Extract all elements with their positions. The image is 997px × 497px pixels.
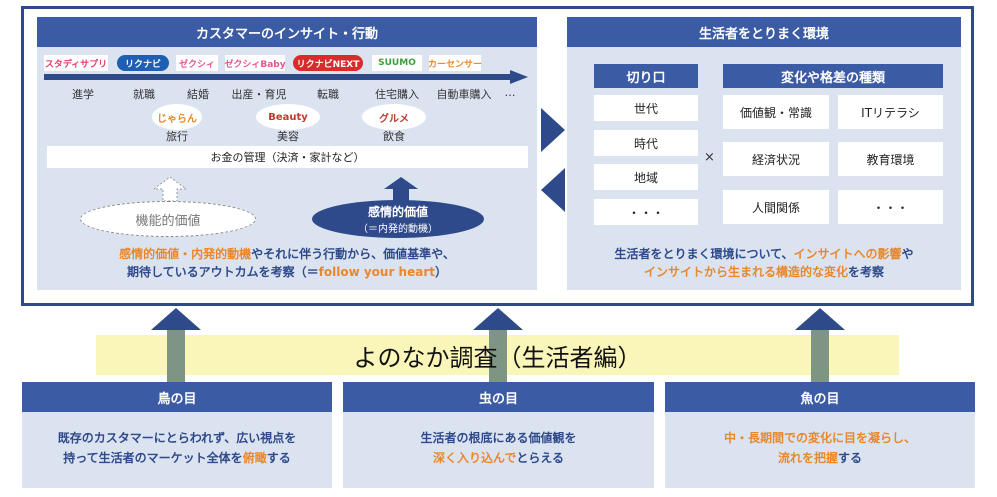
bird-eye-line-2a: 持って生活者のマーケット全体を: [63, 451, 243, 465]
bird-eye-overview: 俯瞰: [242, 451, 267, 465]
logo-zexy: ゼクシィ: [176, 55, 218, 71]
bird-eye-line-1: 既存のカスタマーにとらわれず、広い視点を: [57, 431, 297, 445]
fish-eye-desc: 中・長期間での変化に目を凝らし、 流れを把握する: [665, 428, 975, 468]
bird-eye-line-2c: する: [266, 451, 291, 465]
fish-eye-line-2c: する: [838, 451, 863, 465]
service-logo-gourmet: グルメ: [379, 113, 409, 125]
desc-emotional-value: 感情的価値・内発的動機: [119, 247, 252, 261]
stage-car: 自動車購入: [436, 88, 492, 101]
logo-suumo: SUUMO: [372, 55, 422, 71]
desc-text-2: 期待しているアウトカムを考察（＝: [126, 265, 319, 279]
change-more: ・・・: [838, 190, 943, 224]
cut-era: 時代: [594, 130, 698, 156]
stage-house: 住宅購入: [375, 88, 419, 101]
service-logo-jalan: じゃらん: [157, 113, 197, 125]
right-arrow: [541, 108, 565, 152]
logo-carsensor: カーセンサー: [428, 55, 482, 71]
change-relationships: 人間関係: [723, 190, 829, 224]
cut-generation: 世代: [594, 95, 698, 121]
emotional-value-label: 感情的価値: [367, 205, 428, 219]
env-desc-impact: インサイトへの影響: [793, 247, 902, 261]
env-desc-structural-change: インサイトから生まれる構造的な変化: [643, 265, 848, 279]
functional-value-oval: 機能的価値: [80, 201, 256, 237]
logo-studysapuri: スタディサプリ: [44, 55, 108, 71]
fish-eye-title: 魚の目: [665, 382, 975, 412]
insect-eye-line-2c: とらえる: [516, 451, 565, 465]
env-desc-text-2: や: [901, 247, 914, 261]
env-desc-text-3: を考察: [848, 265, 885, 279]
pillar-arrow-insect: [473, 308, 523, 384]
fish-eye-flow: 流れを把握: [777, 451, 838, 465]
pillar-arrow-bird: [151, 308, 201, 384]
stage-childbirth: 出産・育児: [231, 88, 287, 101]
cloud-gourmet: グルメ: [362, 104, 426, 130]
functional-value-label: 機能的価値: [135, 213, 201, 229]
cloud-beauty: Beauty: [256, 104, 320, 130]
fish-eye-line-1: 中・長期間での変化に目を凝らし、: [723, 431, 916, 445]
stage-jobchange: 転職: [317, 88, 339, 101]
environment-description: 生活者をとりまく環境について、インサイトへの影響や インサイトから生まれる構造的…: [570, 245, 958, 281]
stage-school: 進学: [72, 88, 94, 101]
left-arrow: [541, 168, 565, 212]
service-dining: 飲食: [383, 130, 405, 143]
logo-rikunabi: リクナビ: [117, 55, 169, 71]
insect-eye-desc: 生活者の根底にある価値観を 深く入り込んでとらえる: [343, 428, 654, 468]
change-it-literacy: ITリテラシ: [838, 95, 943, 129]
customer-panel-title: カスタマーのインサイト・行動: [37, 17, 537, 47]
change-header: 変化や格差の種類: [723, 64, 943, 88]
bird-eye-title: 鳥の目: [22, 382, 332, 412]
cut-region: 地域: [594, 164, 698, 190]
emotional-value-sub: （＝内発的動機）: [358, 224, 438, 235]
stage-job: 就職: [133, 88, 155, 101]
insect-eye-title: 虫の目: [343, 382, 654, 412]
change-education: 教育環境: [838, 142, 943, 176]
timeline-arrow: [44, 70, 528, 84]
change-economy: 経済状況: [723, 142, 829, 176]
insect-eye-line-1: 生活者の根底にある価値観を: [420, 431, 577, 445]
functional-up-arrow: [153, 176, 187, 202]
emotional-value-oval: 感情的価値 （＝内発的動機）: [312, 200, 484, 238]
cut-header: 切り口: [594, 64, 698, 88]
service-travel: 旅行: [166, 130, 188, 143]
logo-zexy-baby: ゼクシィBaby: [224, 55, 286, 71]
times-symbol: ×: [704, 150, 715, 165]
insect-eye-deep: 深く入り込んで: [432, 451, 517, 465]
desc-text-3: ）: [434, 265, 447, 279]
emotional-up-arrow: [384, 177, 418, 201]
cut-more: ・・・: [594, 199, 698, 225]
cloud-jalan: じゃらん: [152, 104, 202, 130]
logo-rikunabi-next: リクナビNEXT: [293, 55, 363, 71]
desc-text-1: やそれに伴う行動から、価値基準や、: [251, 247, 455, 261]
service-logo-beauty: Beauty: [268, 111, 308, 123]
bird-eye-desc: 既存のカスタマーにとらわれず、広い視点を 持って生活者のマーケット全体を俯瞰する: [22, 428, 332, 468]
service-beauty: 美容: [277, 130, 299, 143]
desc-follow-your-heart: follow your heart: [318, 265, 435, 279]
survey-title: よのなか調査（生活者編）: [353, 344, 642, 372]
environment-panel-title: 生活者をとりまく環境: [567, 17, 961, 47]
customer-description: 感情的価値・内発的動機やそれに伴う行動から、価値基準や、 期待しているアウトカム…: [40, 245, 534, 281]
change-values: 価値観・常識: [723, 95, 829, 129]
env-desc-text-1: 生活者をとりまく環境について、: [614, 247, 794, 261]
money-management-bar: お金の管理（決済・家計など）: [47, 146, 528, 168]
stage-more: …: [504, 86, 516, 99]
pillar-arrow-fish: [795, 308, 845, 384]
stage-marriage: 結婚: [187, 88, 209, 101]
